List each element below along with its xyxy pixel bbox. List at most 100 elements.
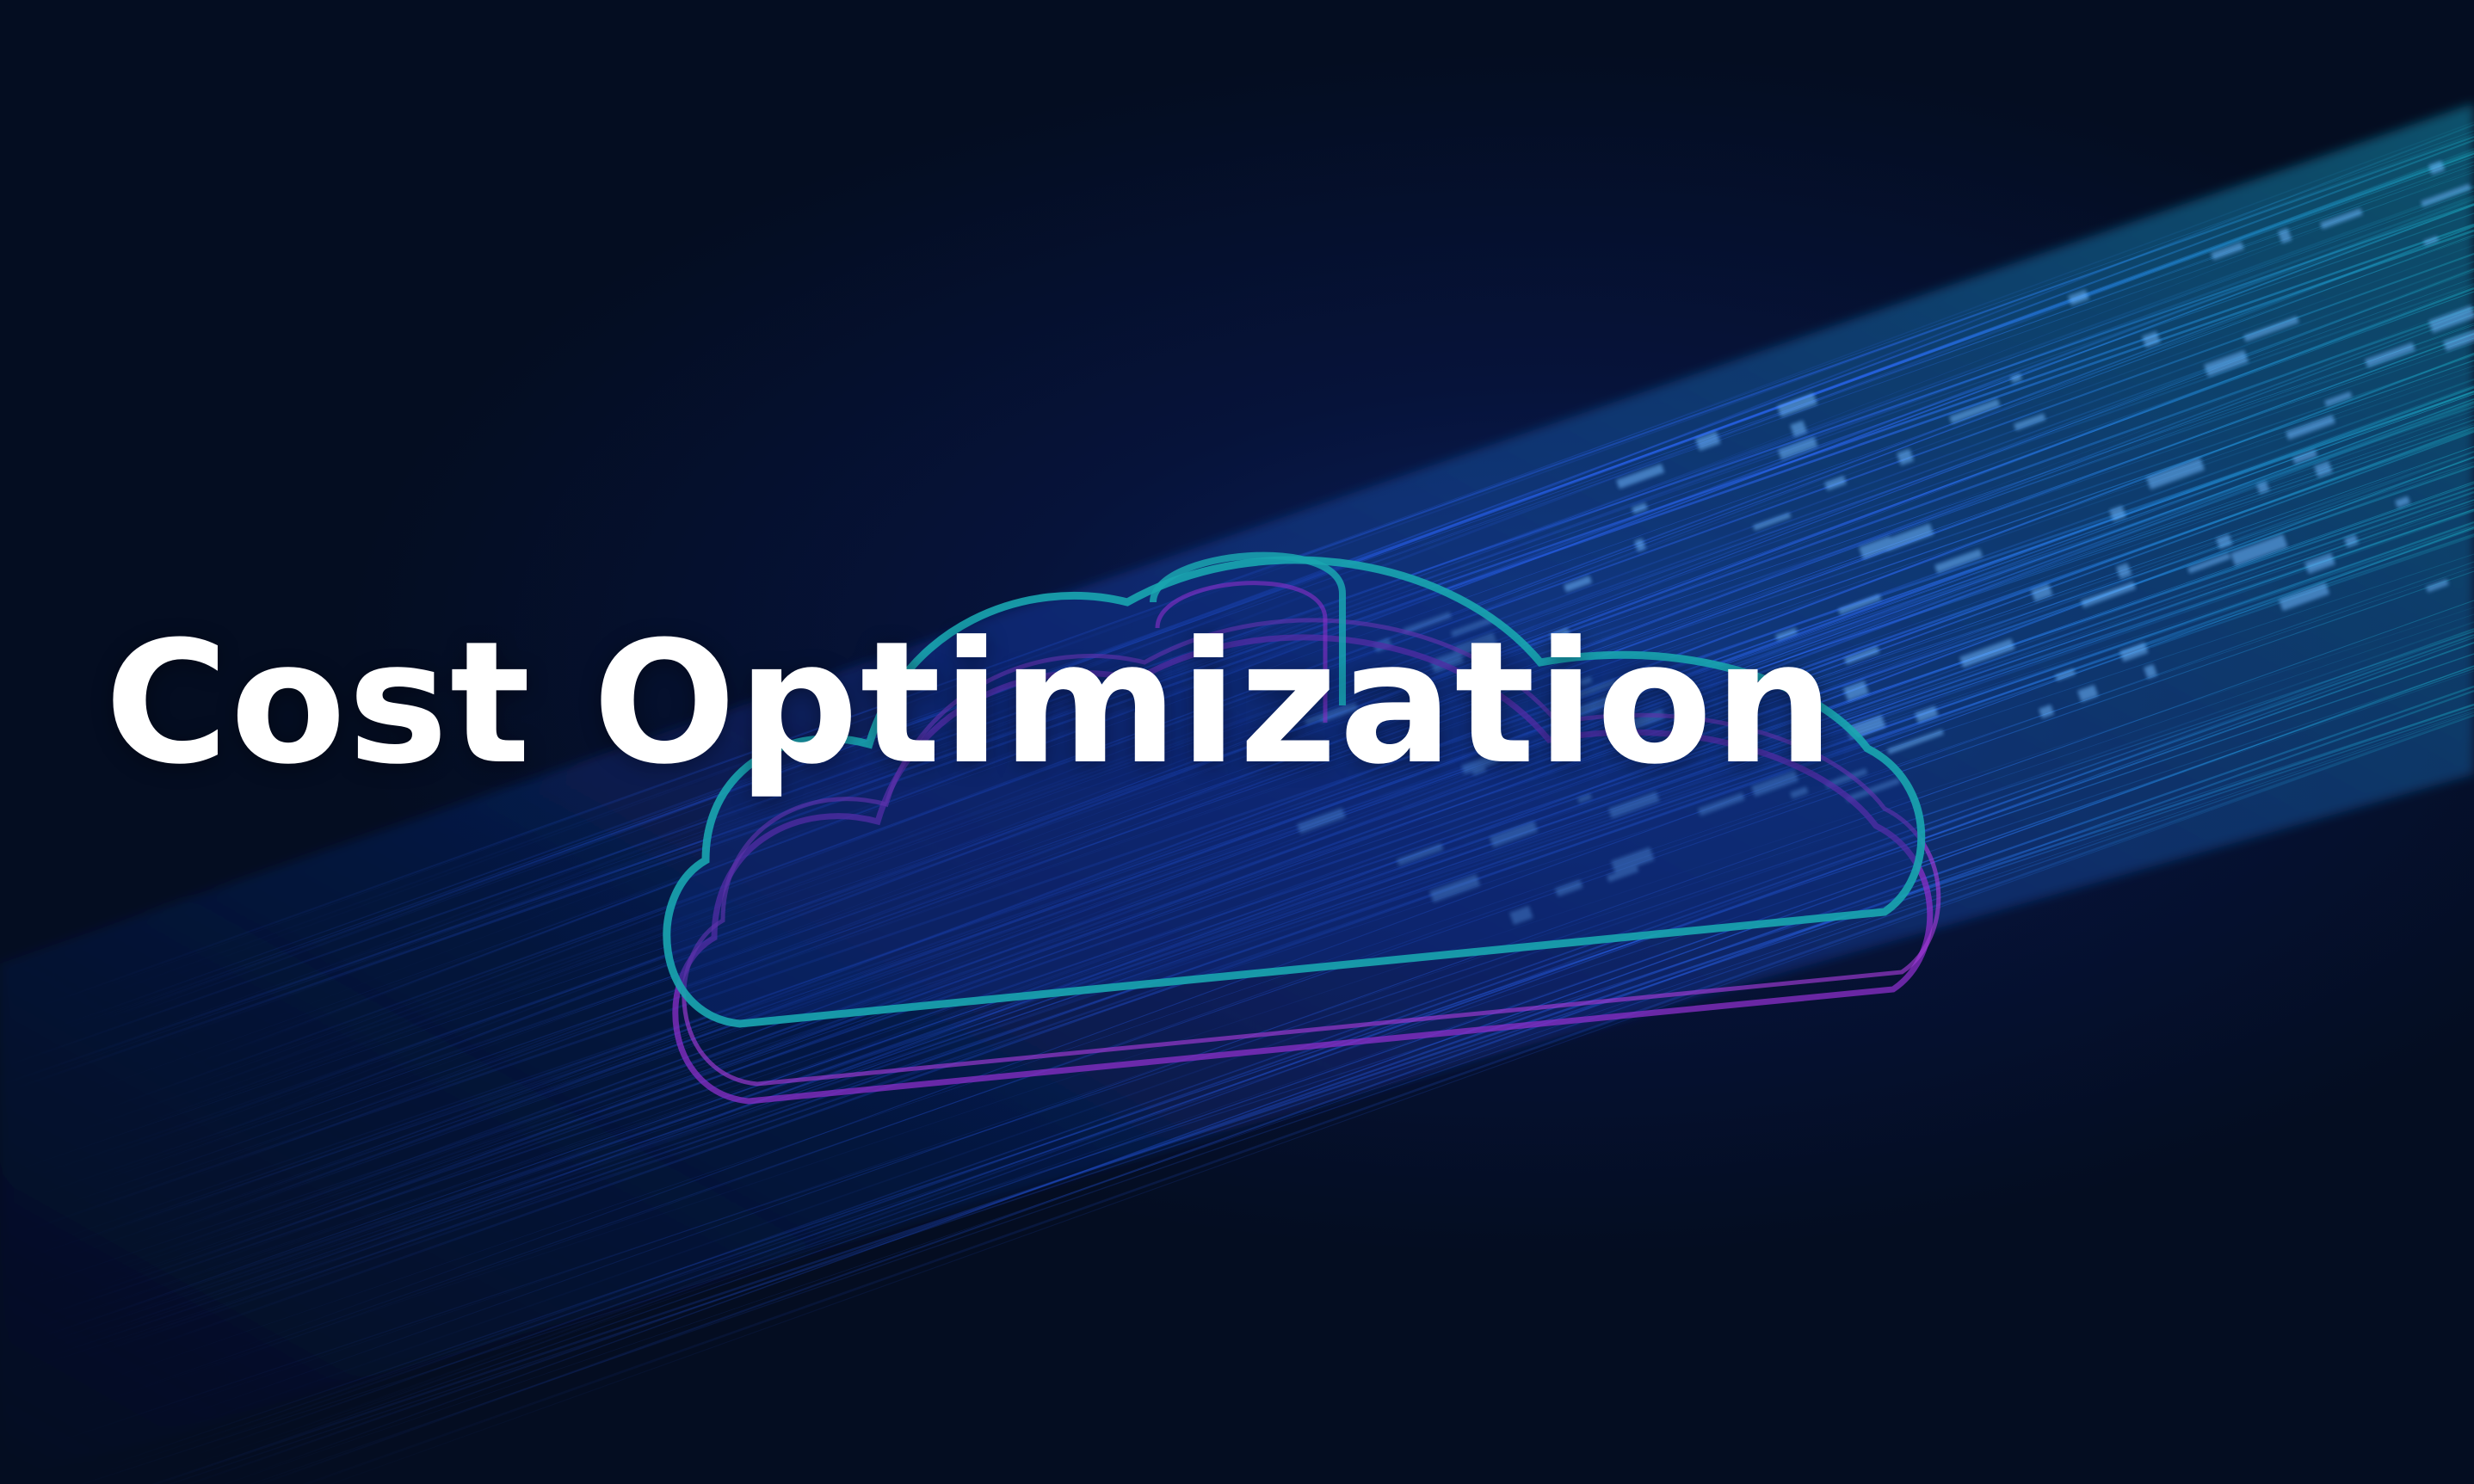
stream-line — [116, 184, 2474, 1051]
stream-line — [19, 391, 2474, 1235]
stream-line — [26, 329, 2474, 1179]
stream-line — [191, 628, 2474, 1444]
data-dash — [2285, 415, 2335, 440]
stream-line — [79, 133, 2474, 1005]
stream-line — [151, 703, 2474, 1484]
stream-line — [114, 194, 2474, 1061]
stream-line — [98, 496, 2474, 1327]
stream-line — [103, 490, 2474, 1323]
stream-line — [257, 302, 2474, 1155]
data-dash — [2142, 330, 2161, 348]
data-dash — [2292, 449, 2318, 465]
stream-line — [64, 360, 2474, 1205]
data-dash — [1778, 436, 1818, 460]
stream-line — [81, 704, 2474, 1484]
data-dash — [1610, 847, 1655, 875]
stream-line — [224, 710, 2474, 1484]
stream-line — [257, 689, 2474, 1484]
data-dash — [2443, 322, 2474, 352]
data-dashes — [1297, 160, 2474, 926]
stream-line — [162, 333, 2474, 1182]
stream-line — [3, 553, 2474, 1378]
stream-line — [244, 268, 2474, 1125]
data-dash — [1509, 905, 1533, 926]
stream-line — [128, 526, 2474, 1356]
data-dash — [2211, 242, 2244, 261]
stream-line — [64, 342, 2474, 1191]
stream-line — [3, 202, 2474, 1068]
data-dash — [2428, 305, 2474, 334]
data-dash — [1790, 420, 1808, 438]
data-dash — [1915, 705, 1939, 724]
stream-line — [60, 282, 2474, 1139]
data-dash — [2425, 579, 2449, 593]
data-dash — [2187, 552, 2231, 574]
stream-line — [188, 199, 2474, 1064]
data-dash — [2428, 160, 2446, 175]
data-dash — [1616, 463, 1665, 490]
stream-line — [168, 707, 2474, 1484]
data-dash — [2304, 552, 2335, 575]
stream-line — [227, 268, 2474, 1124]
stream-line — [113, 481, 2474, 1313]
stream-line — [145, 261, 2474, 1118]
stream-line — [82, 566, 2474, 1389]
stream-line — [169, 234, 2474, 1094]
stream-line — [181, 426, 2474, 1266]
stream-line — [145, 139, 2474, 1012]
data-dash — [1825, 767, 1868, 789]
data-dash — [1471, 765, 1487, 776]
data-dash — [1959, 638, 2015, 668]
stream-line — [302, 713, 2474, 1484]
data-dash — [2119, 642, 2149, 662]
data-dash — [1882, 523, 1934, 552]
data-dash — [2243, 316, 2299, 342]
stream-line — [72, 365, 2474, 1210]
stream-line — [195, 431, 2474, 1269]
data-dash — [1790, 786, 1809, 799]
data-dash — [2395, 496, 2411, 508]
stream-line — [36, 487, 2474, 1319]
data-dash — [2146, 458, 2206, 490]
data-dash — [2365, 342, 2415, 368]
stream-line — [114, 428, 2474, 1269]
data-dash — [1934, 548, 1984, 574]
data-dash — [1428, 874, 1481, 903]
data-dash — [1695, 431, 1721, 452]
stream-line — [126, 570, 2474, 1393]
data-dash — [1632, 502, 1648, 514]
data-dash — [1607, 791, 1660, 819]
stream-line — [173, 668, 2474, 1479]
data-dash — [2039, 704, 2055, 719]
stream-line — [226, 169, 2474, 1037]
data-dash — [2068, 289, 2089, 306]
data-dash — [1634, 538, 1646, 552]
data-dash — [1775, 627, 1798, 641]
data-dash — [2077, 684, 2099, 703]
stream-line — [40, 405, 2474, 1247]
stream-line — [134, 270, 2474, 1127]
data-dash — [1451, 616, 1495, 637]
stream-line — [249, 402, 2474, 1245]
data-dash — [1550, 627, 1570, 642]
stream-line — [25, 502, 2474, 1332]
stream-line — [121, 277, 2474, 1132]
stream-line — [186, 685, 2474, 1484]
stream-line — [131, 323, 2474, 1173]
stream-line — [180, 384, 2474, 1228]
stream-line — [42, 212, 2474, 1075]
stream-line — [250, 711, 2474, 1484]
data-dash — [2319, 207, 2363, 230]
data-dash — [2055, 668, 2076, 681]
stream-line — [37, 508, 2474, 1339]
stream-line — [101, 253, 2474, 1111]
data-dash — [2421, 183, 2471, 207]
data-dash — [2109, 505, 2126, 522]
stream-line — [88, 666, 2474, 1478]
data-dash — [1842, 680, 1869, 702]
data-dash — [1564, 576, 1593, 593]
stream-line — [40, 164, 2474, 1033]
cloud-lock-icon — [663, 551, 1941, 1105]
stream-line — [34, 607, 2474, 1425]
